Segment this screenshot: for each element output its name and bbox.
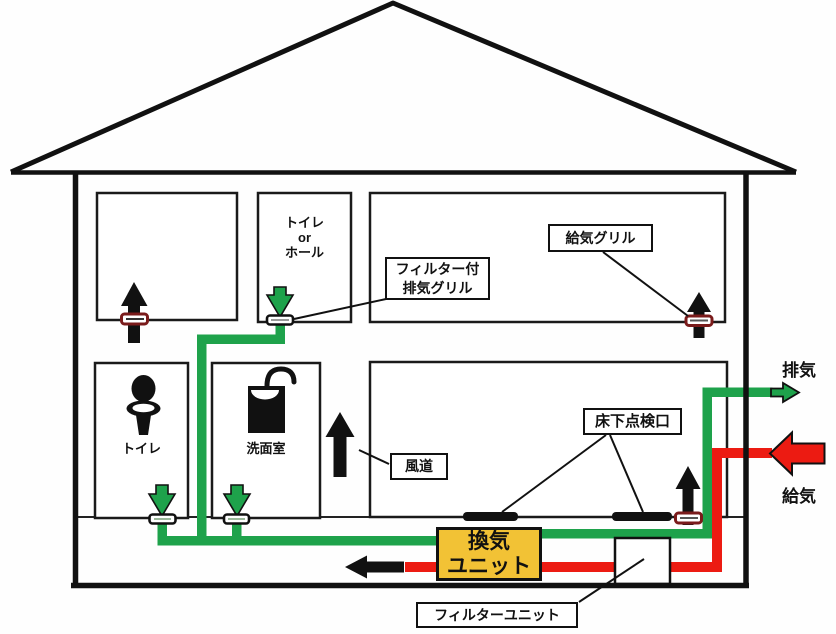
sink-faucet [264,366,297,389]
room-1f-main [368,360,729,519]
duct-supply-downpipe [712,448,722,572]
grilles [120,312,714,525]
callout-underfloor-access: 床下点検口 [583,408,682,435]
duct-2f-riser [197,334,207,546]
callout-line: フィルター付 [395,260,480,277]
toilet-icon [126,375,161,435]
duct-supply-in [712,448,772,458]
exhaust-duct-green [157,320,773,546]
exhaust-out-arrow-icon [770,381,801,404]
pointer-air-duct [358,449,390,465]
ventilation-unit-line: 換気 [468,530,510,553]
flow-label-supply: 給気 [782,487,816,506]
green-down-arrows [147,286,295,518]
ventilation-unit-box: 換気 ユニット [436,527,542,581]
pointer-supply-grille [602,251,689,317]
callout-air-duct: 風道 [390,453,448,480]
callout-line: 排気グリル [402,279,473,296]
callout-filtered-exhaust-grille: フィルター付 排気グリル [385,257,490,300]
pointer-filtered-exhaust-grille [293,298,387,320]
down-arrow-washroom-icon [222,484,252,518]
duct-exhaust-riser [702,387,712,539]
flow-label-exhaust: 排気 [782,361,816,380]
duct-drop-washroom [232,520,242,545]
up-arrow-air-duct-icon [325,412,355,477]
supply-in-arrow-icon [768,430,826,477]
underfloor-access-bar-left [463,512,518,521]
down-arrow-toilet-icon [147,484,177,518]
duct-2f-horizontal [197,334,285,344]
room-2f-left [95,191,239,322]
supply-duct-red [405,448,772,572]
duct-main-to-unit [157,536,436,546]
room-label-toilet-hall: トイレ or ホール [258,215,351,260]
pointer-underfloor-left [501,434,607,513]
roof [9,0,797,175]
sink-basin [251,390,279,400]
callout-supply-grille: 給気グリル [548,224,653,252]
sink-icon [248,366,297,433]
duct-exhaust-out [702,387,773,397]
toilet-tank [131,375,156,402]
pointer-filter-unit [578,558,645,603]
room-label-line: ホール [284,245,324,260]
callout-pointers [293,251,689,603]
room-label-washroom: 洗面室 [246,441,286,456]
duct-unit-to-riser [542,529,708,539]
toilet-seat-hole [132,403,155,413]
room-label-line: トイレ [284,215,324,230]
duct-drop-toilet [157,520,167,545]
pointer-underfloor-right [609,434,644,513]
house-outline [9,0,797,589]
ventilation-unit-line: ユニット [447,555,531,578]
callout-filter-unit: フィルターユニット [416,602,578,628]
duct-drop-2f-toilet-hall [275,320,285,340]
room-label-toilet: トイレ [121,441,161,456]
underfloor-access-bar-right [612,512,672,521]
room-1f-toilet [93,361,190,520]
down-arrow-2f-toilet-hall-icon [265,286,295,319]
duct-supply-underfloor [405,562,722,572]
toilet-base [136,415,151,435]
room-label-line: or [298,230,311,245]
left-arrow-underfloor-icon [345,555,404,579]
up-arrow-1f-main-icon [675,466,701,525]
